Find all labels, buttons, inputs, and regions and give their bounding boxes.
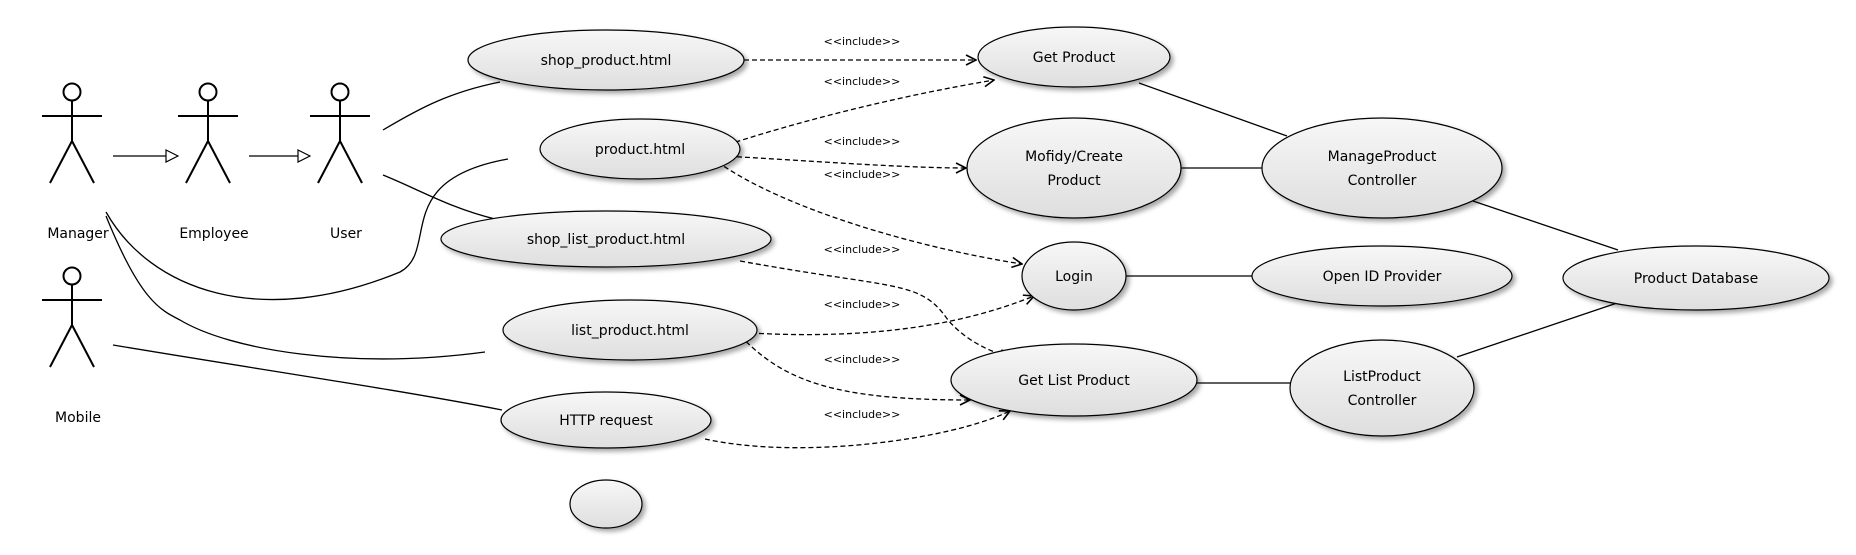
stick-figure-icon [310, 82, 370, 184]
use-case-ellipse [950, 343, 1198, 417]
use-case-label: Get List Product [1018, 373, 1130, 389]
actor-label: Mobile [55, 410, 101, 426]
use-case-shop-list-product[interactable]: shop_list_product.html [440, 210, 772, 268]
use-case-ellipse [569, 479, 643, 529]
use-case-empty[interactable] [569, 479, 643, 529]
actor-mobile[interactable]: Mobile [42, 266, 102, 427]
association-user-shop_list_product [382, 174, 496, 220]
association-mobile-http_request [112, 344, 503, 411]
use-case-ellipse [1562, 245, 1830, 311]
include-shop_list_product-get_list_product [739, 260, 1010, 357]
use-case-ellipse [539, 118, 741, 180]
use-case-ellipse [966, 117, 1182, 219]
use-case-label: Product [1047, 173, 1101, 189]
use-case-label: ListProduct [1343, 369, 1421, 385]
use-case-product-database[interactable]: Product Database [1562, 245, 1830, 311]
include-label: <<include>> [824, 298, 901, 311]
use-case-http-request[interactable]: HTTP request [500, 391, 712, 449]
actor-manager[interactable]: Manager [42, 82, 109, 243]
include-http_request-get_list_product [704, 411, 1010, 449]
edges-layer [105, 60, 1621, 449]
actor-employee[interactable]: Employee [178, 82, 249, 243]
stick-figure-icon [42, 266, 102, 368]
use-case-list-product[interactable]: list_product.html [502, 299, 758, 361]
use-case-login[interactable]: Login [1021, 241, 1127, 311]
association-manager-product [105, 158, 509, 301]
include-label: <<include>> [824, 35, 901, 48]
use-case-ellipse [1261, 117, 1503, 219]
use-case-get-product[interactable]: Get Product [977, 26, 1171, 88]
use-case-label: Product Database [1634, 271, 1758, 287]
include-label: <<include>> [824, 135, 901, 148]
association-user-shop_product [382, 81, 501, 131]
use-case-ellipse [467, 29, 745, 91]
use-case-label: Open ID Provider [1323, 269, 1442, 285]
actor-label: Manager [47, 226, 109, 242]
actor-label: Employee [179, 226, 248, 242]
association-get_product-manage_product_controller [1138, 82, 1288, 137]
include-label: <<include>> [824, 243, 901, 256]
include-label: <<include>> [824, 168, 901, 181]
include-product-get_product [704, 80, 994, 153]
include-product-modify_create [704, 154, 966, 168]
use-case-open-id-provider[interactable]: Open ID Provider [1251, 245, 1513, 307]
use-case-label: Get Product [1033, 50, 1116, 66]
association-manage_product_controller-product_database [1472, 200, 1619, 251]
use-case-label: Mofidy/Create [1025, 149, 1123, 165]
use-case-product[interactable]: product.html [539, 118, 741, 180]
include-list_product-login [734, 296, 1034, 336]
use-case-label: list_product.html [571, 323, 689, 339]
include-product-login [704, 151, 1022, 264]
use-case-ellipse [1021, 241, 1127, 311]
use-case-label: shop_product.html [541, 53, 672, 69]
stick-figure-icon [42, 82, 102, 184]
include-label: <<include>> [824, 408, 901, 421]
stick-figure-icon [178, 82, 238, 184]
use-case-label: Login [1055, 269, 1093, 285]
use-case-label: shop_list_product.html [527, 232, 685, 248]
include-label: <<include>> [824, 75, 901, 88]
use-case-label: Controller [1348, 173, 1417, 189]
use-case-shop-product[interactable]: shop_product.html [467, 29, 745, 91]
include-labels-layer: <<include>> <<include>> <<include>> <<inclu… [824, 35, 901, 421]
use-case-label: ManageProduct [1328, 149, 1437, 165]
use-case-get-list-product[interactable]: Get List Product [950, 343, 1198, 417]
use-case-ellipse [1251, 245, 1513, 307]
actor-label: User [330, 226, 362, 242]
association-manager-list_product [105, 215, 486, 360]
include-list_product-get_list_product [734, 329, 970, 400]
use-case-label: HTTP request [559, 413, 653, 429]
use-case-ellipse [440, 210, 772, 268]
actor-user[interactable]: User [310, 82, 370, 243]
use-case-label: product.html [595, 142, 685, 158]
use-case-ellipse [500, 391, 712, 449]
include-label: <<include>> [824, 353, 901, 366]
use-cases-layer: shop_product.html product.html shop_list_p… [440, 26, 1830, 529]
use-case-ellipse [502, 299, 758, 361]
use-case-label: Controller [1348, 393, 1417, 409]
use-case-ellipse [1289, 339, 1475, 437]
use-case-ellipse [977, 26, 1171, 88]
association-list_product_controller-product_database [1456, 301, 1621, 358]
